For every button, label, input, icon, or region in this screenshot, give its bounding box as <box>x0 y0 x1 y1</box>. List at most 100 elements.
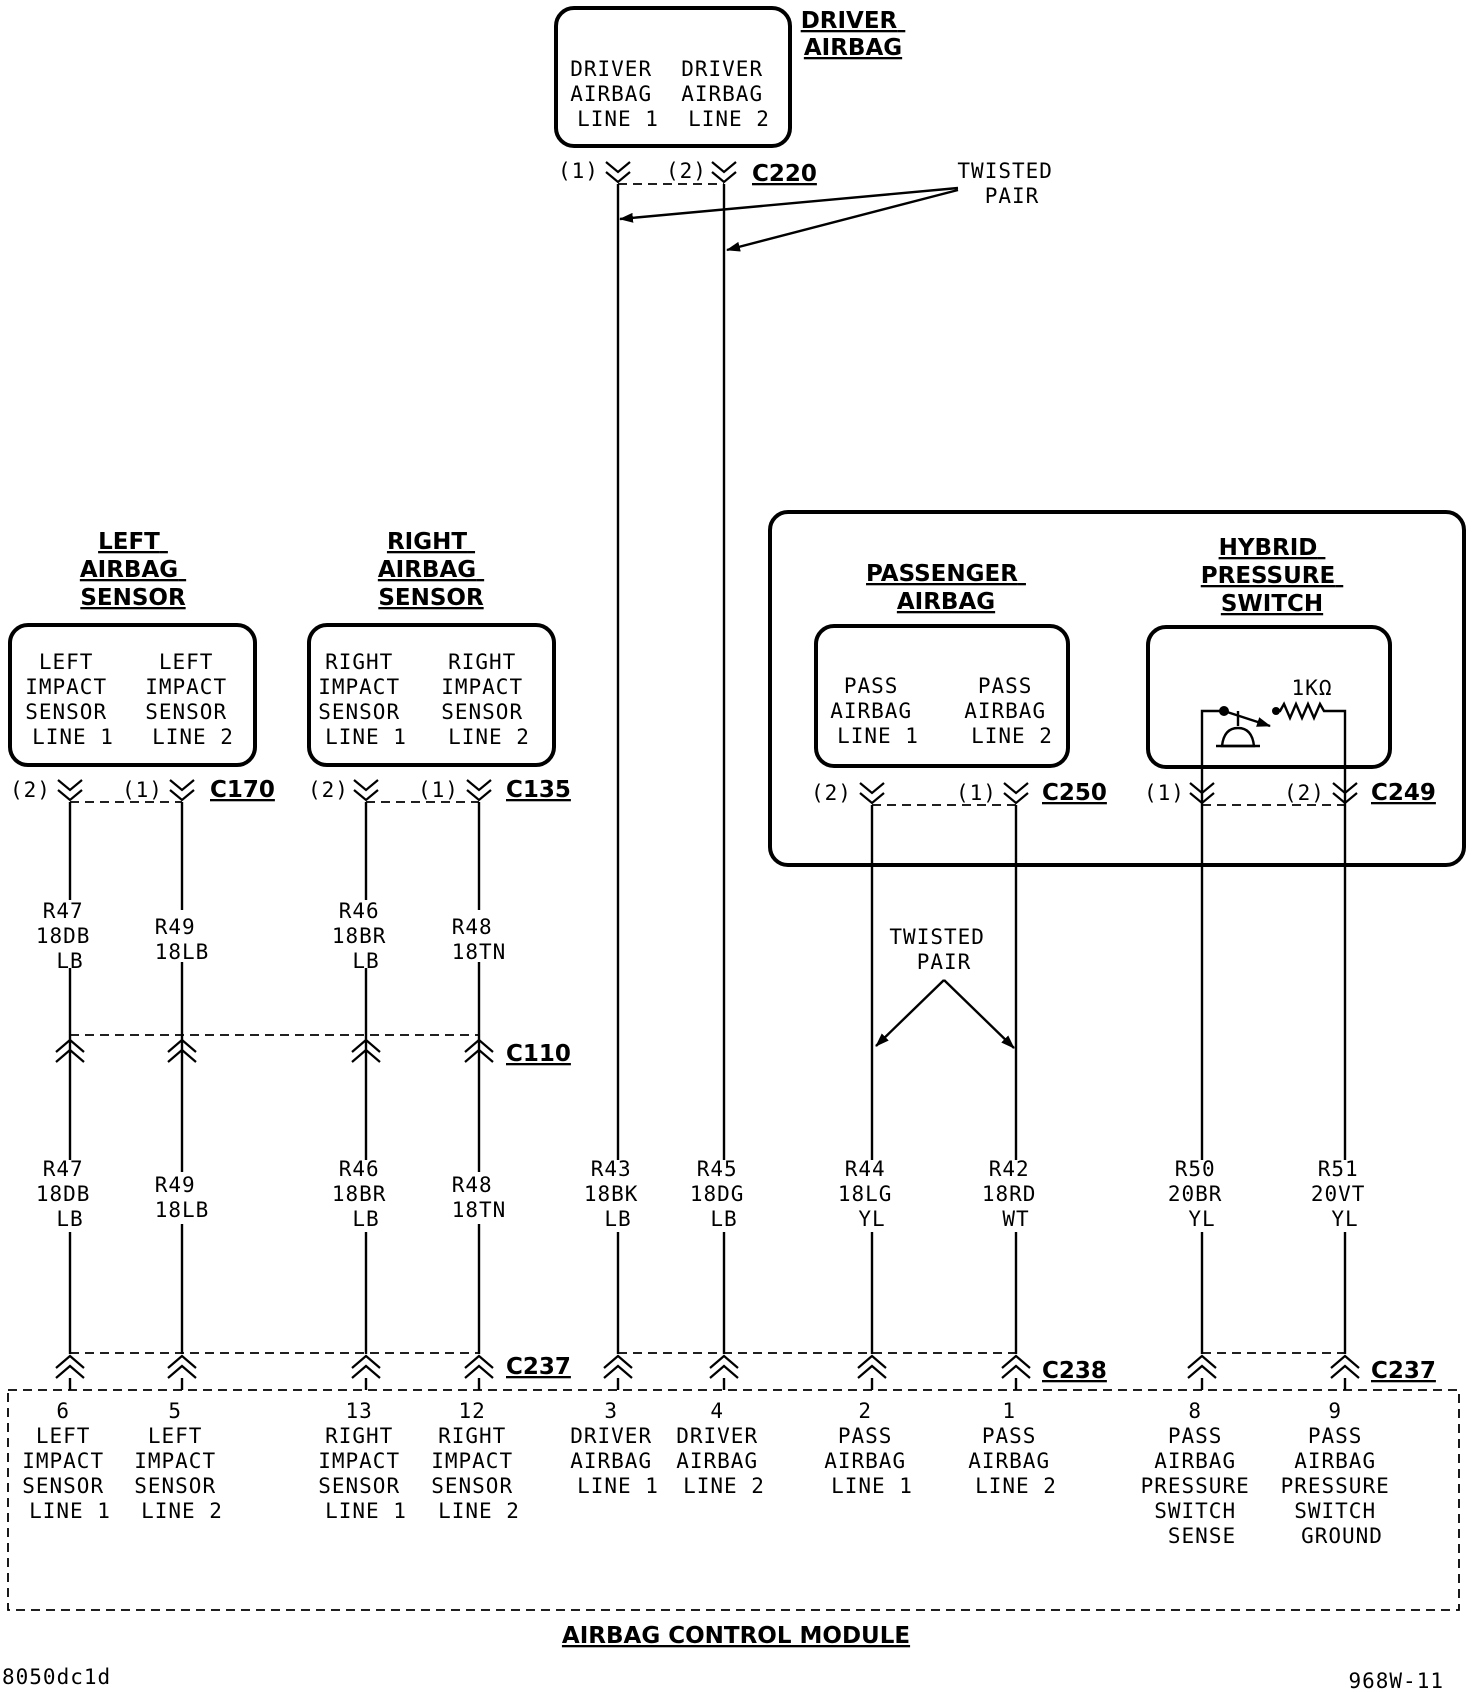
pin-4-label: 4 DRIVER AIRBAG LINE 2 <box>676 1399 772 1498</box>
module-title: AIRBAG CONTROL MODULE <box>562 1623 910 1649</box>
driver-airbag-box <box>554 6 792 148</box>
connector-chevron <box>464 1038 494 1063</box>
resistor-value: 1KΩ <box>1292 676 1333 700</box>
pin-3-label: 3 DRIVER AIRBAG LINE 1 <box>570 1399 666 1498</box>
twisted-pair-arrow <box>619 186 959 223</box>
wire-label-r45: R45 18DG LB <box>690 1157 758 1231</box>
connector-chevron <box>605 161 631 184</box>
wire-label-r47-upper: R47 18DB LB <box>36 899 104 973</box>
passenger-airbag-box <box>814 624 1070 768</box>
connector-chevron <box>167 1354 197 1379</box>
connector-chevron <box>466 779 492 802</box>
connector-c220: C220 <box>752 161 817 187</box>
connector-chevron <box>859 782 885 805</box>
right-sensor-line2-label: RIGHT IMPACT SENSOR LINE 2 <box>441 650 537 749</box>
passenger-line2-label: PASS AIRBAG LINE 2 <box>964 674 1060 748</box>
connector-chevron <box>353 779 379 802</box>
module-connectors: C237 C238 C237 <box>55 1352 1436 1390</box>
wire-label-r44: R44 18LG YL <box>838 1157 906 1231</box>
pin-12-label: 12 RIGHT IMPACT SENSOR LINE 2 <box>431 1399 527 1523</box>
resistor-symbol <box>1276 700 1347 805</box>
right-sensor-pin-a: (2) <box>308 778 349 802</box>
left-sensor-pin-b: (1) <box>122 778 163 802</box>
right-sensor-title: RIGHT AIRBAG SENSOR <box>378 529 484 611</box>
driver-pin2-label: (2) <box>666 159 707 183</box>
connector-chevron <box>711 161 737 184</box>
pin-6-label: 6 LEFT IMPACT SENSOR LINE 1 <box>22 1399 118 1523</box>
right-sensor-box <box>307 623 556 767</box>
connector-c110: C110 <box>506 1041 571 1067</box>
twisted-pair-arrow <box>943 979 1015 1049</box>
inline-connector-c110: C110 <box>55 1034 571 1067</box>
connector-chevron <box>1330 1354 1360 1379</box>
pin-5-label: 5 LEFT IMPACT SENSOR LINE 2 <box>134 1399 230 1523</box>
pressure-switch-symbol <box>1200 700 1347 805</box>
wire-label-r47-lower: R47 18DB LB <box>36 1157 104 1231</box>
connector-c135: C135 <box>506 777 571 803</box>
right-sensor-pin-b: (1) <box>418 778 459 802</box>
left-airbag-sensor: LEFT AIRBAG SENSOR LEFT IMPACT SENSOR LI… <box>8 529 275 803</box>
hybrid-pressure-switch: HYBRID PRESSURE SWITCH 1KΩ (1) (2) C249 <box>1144 535 1436 806</box>
left-sensor-line2-label: LEFT IMPACT SENSOR LINE 2 <box>145 650 241 749</box>
connector-c250: C250 <box>1042 780 1107 806</box>
connector-chevron <box>1187 1354 1217 1379</box>
sensor-wires <box>68 802 481 1354</box>
passenger-twisted-pair-callout: TWISTED PAIR <box>875 925 1015 1049</box>
right-sensor-line1-label: RIGHT IMPACT SENSOR LINE 1 <box>318 650 414 749</box>
wire-label-r48-upper: R48 18TN <box>452 915 507 964</box>
connector-chevron <box>709 1354 739 1379</box>
right-airbag-sensor: RIGHT AIRBAG SENSOR RIGHT IMPACT SENSOR … <box>307 529 571 803</box>
connector-chevron <box>1001 1354 1031 1379</box>
connector-c237-right: C237 <box>1371 1358 1436 1384</box>
pin-1-label: 1 PASS AIRBAG LINE 2 <box>968 1399 1064 1498</box>
footer-left-code: 8050dc1d <box>2 1665 111 1689</box>
connector-chevron <box>857 1354 887 1379</box>
connector-chevron <box>1003 782 1029 805</box>
wire-label-r48-lower: R48 18TN <box>452 1173 507 1222</box>
pin-2-label: 2 PASS AIRBAG LINE 1 <box>824 1399 920 1498</box>
airbag-control-module-box <box>7 1389 1460 1611</box>
connector-chevron <box>464 1354 494 1379</box>
twisted-pair-arrow <box>875 979 945 1047</box>
twisted-pair-arrow <box>726 188 959 252</box>
wire-label-r49-lower: R49 18LB <box>155 1173 210 1222</box>
pin-9-label: 9 PASS AIRBAG PRESSURE SWITCH GROUND <box>1281 1399 1404 1548</box>
hybrid-switch-title: HYBRID PRESSURE SWITCH <box>1201 535 1344 617</box>
passenger-pin-a: (2) <box>811 781 852 805</box>
passenger-airbag-title: PASSENGER AIRBAG <box>866 561 1026 615</box>
connector-c238: C238 <box>1042 1358 1107 1384</box>
passenger-airbag: PASSENGER AIRBAG PASS AIRBAG LINE 1 PASS… <box>811 561 1107 806</box>
passenger-line1-label: PASS AIRBAG LINE 1 <box>830 674 926 748</box>
pin-8-label: 8 PASS AIRBAG PRESSURE SWITCH SENSE <box>1141 1399 1264 1548</box>
passenger-pin-b: (1) <box>956 781 997 805</box>
wire-label-r46-upper: R46 18BR LB <box>332 899 400 973</box>
connector-chevron <box>351 1038 381 1063</box>
wire-label-r46-lower: R46 18BR LB <box>332 1157 400 1231</box>
twisted-pair-label: TWISTED PAIR <box>957 159 1066 208</box>
wire-label-r49-upper: R49 18LB <box>155 915 210 964</box>
driver-airbag-line2-label: DRIVER AIRBAG LINE 2 <box>681 57 777 131</box>
hybrid-pin-a: (1) <box>1144 781 1185 805</box>
left-sensor-box <box>8 623 257 767</box>
connector-chevron <box>1332 782 1358 805</box>
driver-pin1-label: (1) <box>558 159 599 183</box>
module-pin-labels: 6 LEFT IMPACT SENSOR LINE 1 5 LEFT IMPAC… <box>22 1399 1404 1548</box>
hybrid-switch-box <box>1146 625 1392 769</box>
driver-twisted-pair-callout: TWISTED PAIR <box>619 159 1066 252</box>
left-sensor-pin-a: (2) <box>10 778 51 802</box>
driver-airbag-line1-label: DRIVER AIRBAG LINE 1 <box>570 57 666 131</box>
wire-label-r50: R50 20BR YL <box>1168 1157 1236 1231</box>
connector-c237-left: C237 <box>506 1354 571 1380</box>
connector-chevron <box>351 1354 381 1379</box>
driver-airbag: DRIVER AIRBAG DRIVER AIRBAG LINE 1 DRIVE… <box>554 6 906 187</box>
connector-c170: C170 <box>210 777 275 803</box>
left-sensor-title: LEFT AIRBAG SENSOR <box>80 529 186 611</box>
connector-chevron <box>55 1354 85 1379</box>
wire-label-r42: R42 18RD WT <box>982 1157 1050 1231</box>
connector-chevron <box>1189 782 1215 805</box>
driver-airbag-title: DRIVER AIRBAG <box>801 8 906 61</box>
connector-c249: C249 <box>1371 780 1436 806</box>
pin-13-label: 13 RIGHT IMPACT SENSOR LINE 1 <box>318 1399 414 1523</box>
connector-chevron <box>57 779 83 802</box>
